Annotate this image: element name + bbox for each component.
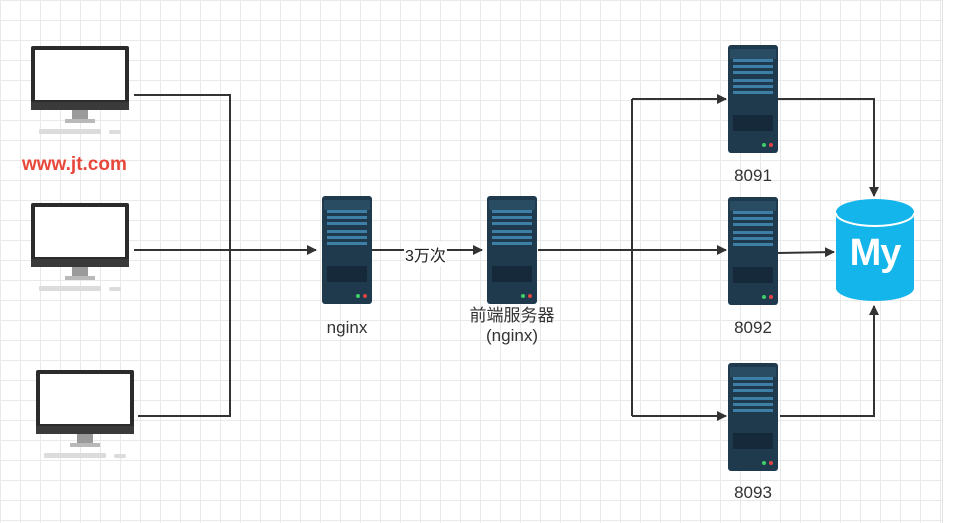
mysql-database-icon <box>835 199 915 301</box>
server-8092-label: 8092 <box>734 318 772 337</box>
mysql-logo-text: My <box>849 232 902 274</box>
client3-to-nginx-connector <box>138 250 231 417</box>
client-monitor-2 <box>31 203 129 291</box>
frontend-label-line1: 前端服务器 <box>469 306 555 325</box>
server-8092-icon <box>728 197 778 305</box>
client-monitor-3 <box>36 370 134 458</box>
frontend-label-line2: (nginx) <box>486 326 538 345</box>
8093-to-mysql-arrow <box>780 305 879 417</box>
site-label: www.jt.com <box>22 154 127 175</box>
8092-to-mysql-arrow <box>777 247 835 258</box>
server-8093-label: 8093 <box>734 483 772 502</box>
8091-to-mysql-arrow <box>778 98 879 197</box>
nginx-label: nginx <box>326 318 368 337</box>
server-8091-icon <box>728 45 778 153</box>
connectors <box>134 94 879 421</box>
client-monitor-1 <box>31 46 129 134</box>
nginx-server-icon <box>322 196 372 304</box>
frontend-server-label: 前端服务器 (nginx) <box>452 306 572 346</box>
canvas-right-edge <box>942 0 968 523</box>
server-8091-label: 8091 <box>734 166 772 185</box>
server-8093-icon <box>728 363 778 471</box>
frontend-server-icon <box>487 196 537 304</box>
client1-to-nginx-connector <box>134 94 231 250</box>
requests-label: 3万次 <box>404 242 447 266</box>
